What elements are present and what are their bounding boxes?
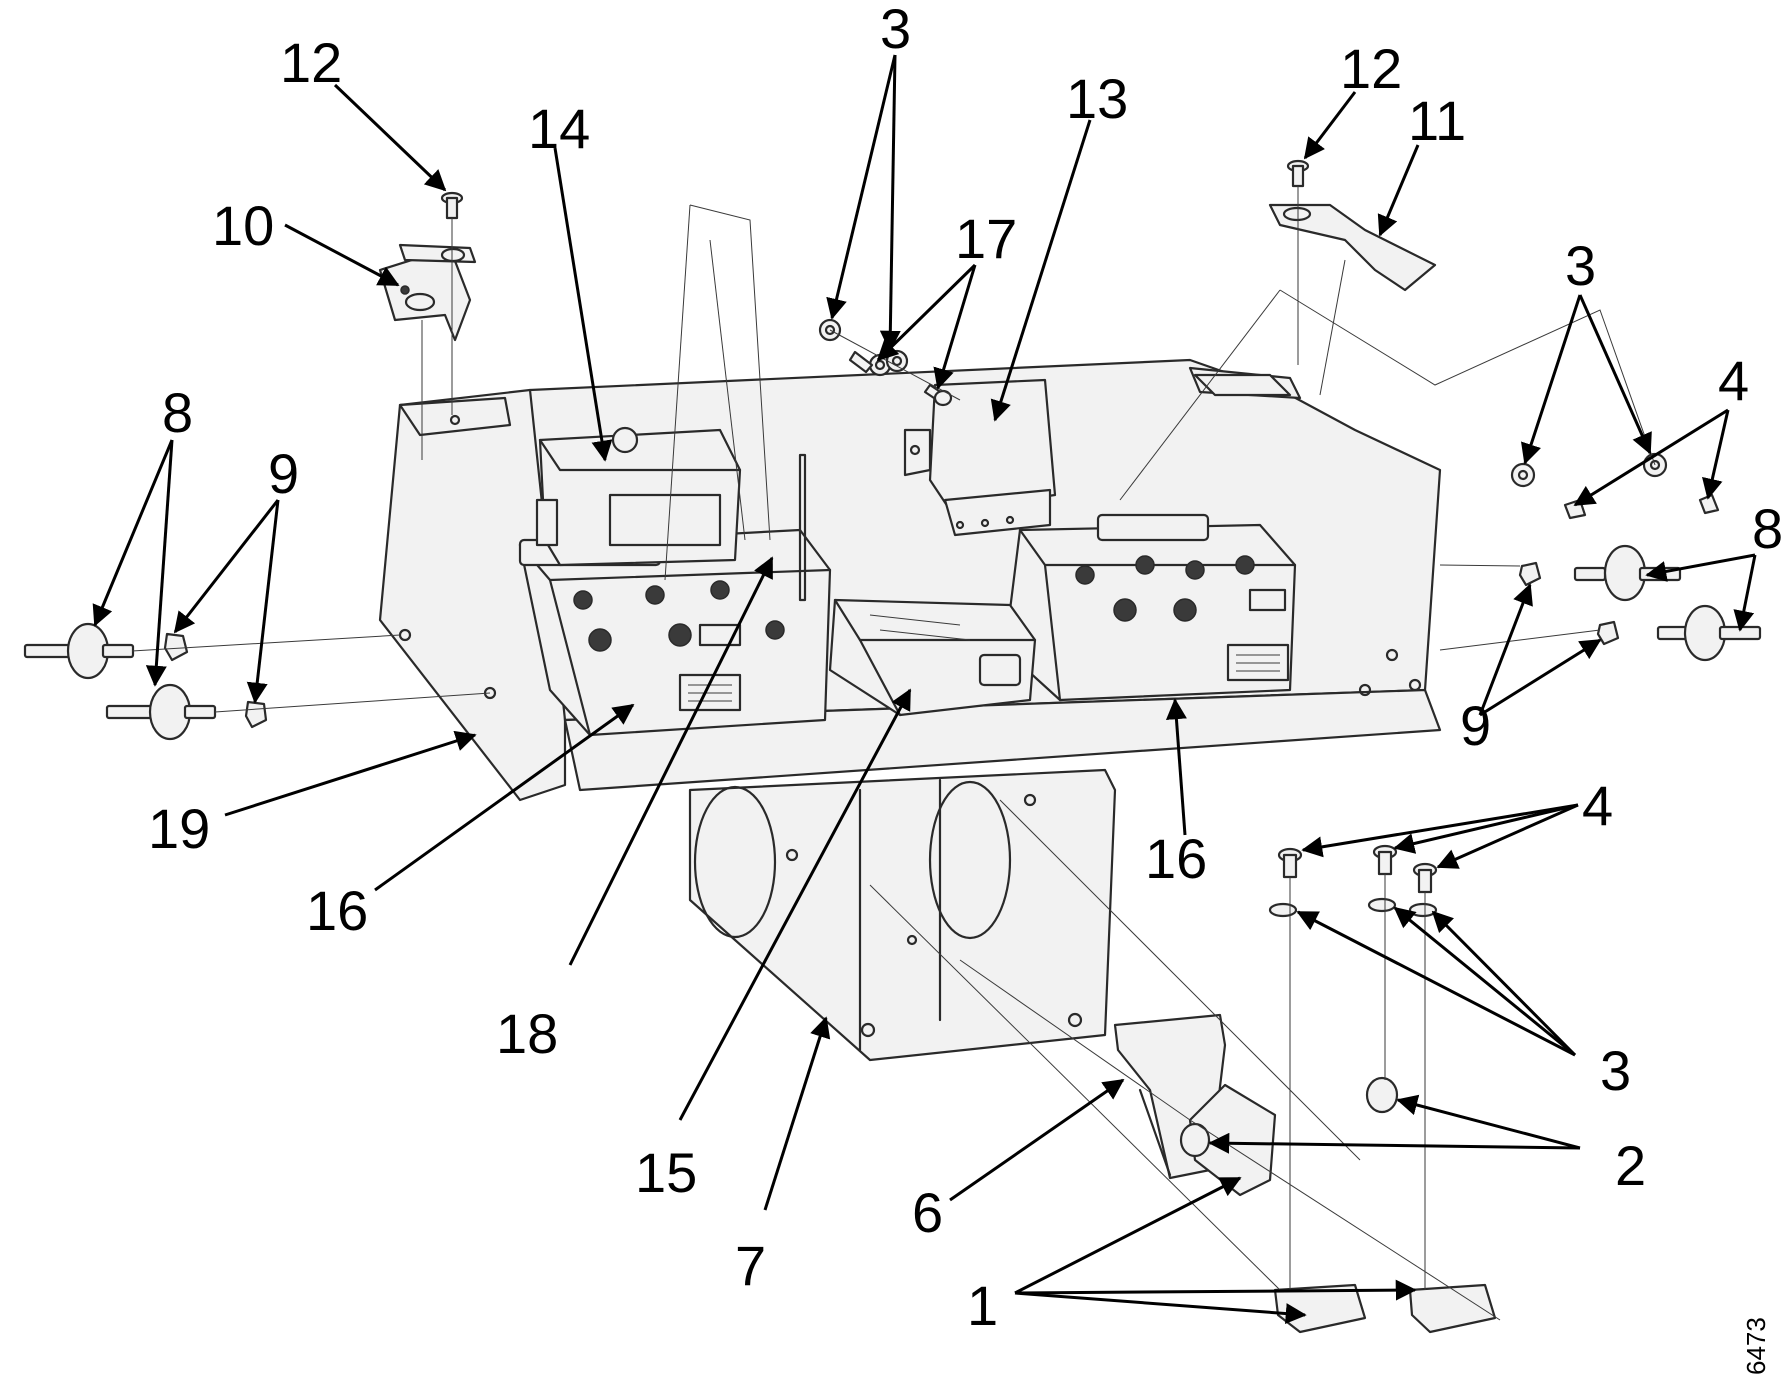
nut-9-left-top xyxy=(163,632,189,662)
nut-9-right-top xyxy=(1518,561,1542,587)
bracket-14 xyxy=(535,426,742,567)
screw-12-left xyxy=(440,191,464,220)
callout-3-right: 3 xyxy=(1565,234,1596,297)
switch-body xyxy=(1188,1083,1277,1197)
bracket-11 xyxy=(1193,203,1437,397)
bumper-8-left-top xyxy=(23,622,135,680)
callout-8-left: 8 xyxy=(162,381,193,444)
callout-12-left: 12 xyxy=(280,31,342,94)
nut-9-left-bottom xyxy=(244,700,268,729)
callout-7: 7 xyxy=(735,1234,766,1297)
nut-9-right-bottom xyxy=(1596,620,1620,646)
rod-18 xyxy=(798,453,807,602)
callout-16-right: 16 xyxy=(1145,827,1207,890)
callout-9-right: 9 xyxy=(1460,694,1491,757)
callout-4-right: 4 xyxy=(1718,349,1749,412)
module-13 xyxy=(903,378,1057,537)
washers-3-lower xyxy=(1268,897,1438,918)
callout-16-left: 16 xyxy=(306,879,368,942)
controller-right xyxy=(1003,513,1297,702)
callout-17: 17 xyxy=(955,207,1017,270)
callout-3-lower: 3 xyxy=(1600,1039,1631,1102)
alignment-lines xyxy=(131,186,1656,1321)
figure-number: 6473 xyxy=(1741,1317,1771,1375)
callout-8-right: 8 xyxy=(1752,497,1783,560)
callout-12-right: 12 xyxy=(1340,37,1402,100)
callout-11: 11 xyxy=(1408,89,1466,152)
bumper-8-right-bottom xyxy=(1656,604,1762,662)
callout-14: 14 xyxy=(528,97,590,160)
callout-13: 13 xyxy=(1066,67,1128,130)
callout-4-lower: 4 xyxy=(1582,774,1613,837)
callout-1: 1 xyxy=(967,1274,998,1337)
bracket-10 xyxy=(378,243,477,342)
callout-10: 10 xyxy=(212,194,274,257)
washers-3-right xyxy=(1510,452,1668,488)
callout-6: 6 xyxy=(912,1181,943,1244)
leader-arrows xyxy=(92,54,1757,1325)
callout-2: 2 xyxy=(1615,1134,1646,1197)
callout-3-top: 3 xyxy=(880,0,911,60)
callout-18: 18 xyxy=(496,1002,558,1065)
bushing-2 xyxy=(1179,1076,1399,1158)
callout-15: 15 xyxy=(635,1141,697,1204)
bumper-8-left-bottom xyxy=(105,683,217,741)
screws-17 xyxy=(848,350,953,407)
callout-19: 19 xyxy=(148,797,210,860)
contactor-center xyxy=(828,598,1037,717)
screws-4-lower xyxy=(1277,844,1438,894)
screw-12-right xyxy=(1286,159,1310,188)
mounting-plate xyxy=(688,768,1117,1062)
callout-9-left: 9 xyxy=(268,442,299,505)
callout-labels: 12 14 10 3 17 13 12 11 3 4 8 9 8 9 19 16… xyxy=(148,0,1783,1337)
